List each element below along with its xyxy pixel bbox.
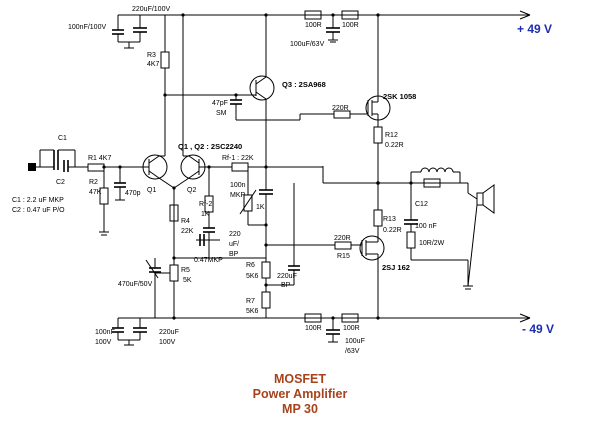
output-inductor — [410, 167, 461, 188]
q1-transistor — [142, 95, 168, 180]
c-470u-label: 470uF/50V — [118, 281, 153, 288]
c2-note: C2 : 0.47 uF P/O — [12, 207, 65, 214]
rf2-value-label: 1K — [201, 211, 210, 218]
rf1-label: Rf-1 : 22K — [222, 155, 254, 162]
r7-value-label: 5K6 — [246, 308, 259, 315]
bottom-supply-filter — [304, 313, 359, 343]
r6-label: R6 — [246, 262, 255, 269]
c-047-capacitor — [196, 234, 220, 246]
c1-note: C1 : 2.2 uF MKP — [12, 197, 64, 204]
q2-label: Q2 — [187, 187, 196, 194]
top-mosfet — [266, 13, 391, 127]
r5-label: R5 — [181, 267, 190, 274]
r13-label: R13 — [383, 216, 396, 223]
r5-trimmer — [145, 221, 266, 320]
r3-label: R3 — [147, 52, 156, 59]
r3-value-label: 4K7 — [147, 61, 160, 68]
bias-network — [239, 120, 300, 318]
c-bot-left-v-label: 100V — [95, 339, 112, 346]
c-bot-right-label: 100uF — [345, 338, 365, 345]
c12-label: C12 — [415, 201, 428, 208]
c-sm-value-label: 47pF — [212, 100, 228, 107]
r2-label: R2 — [89, 179, 98, 186]
top-left-decoupling — [112, 15, 147, 49]
r-top-100r-a-label: 100R — [305, 22, 322, 29]
c-top-elko-label: 220uF/100V — [132, 6, 170, 13]
q1-label: Q1 — [147, 187, 156, 194]
speaker-icon — [463, 183, 495, 290]
title-line-1: MOSFET — [274, 372, 326, 386]
negative-rail — [118, 313, 531, 323]
c-mkp-label: MKP — [230, 192, 246, 199]
r-bot-100r-b-label: 100R — [343, 325, 360, 332]
r3-resistor — [160, 15, 170, 95]
c-bot-elko-v-label: 100V — [159, 339, 176, 346]
top-supply-filter — [304, 10, 359, 43]
r5-value-label: 5K — [183, 277, 192, 284]
r12-value-label: 0.22R — [385, 142, 404, 149]
c-47pf-capacitor — [230, 93, 266, 121]
c-220bp-b-label: BP — [281, 282, 291, 289]
c-bot-left-label: 100nF — [95, 329, 115, 336]
c-top-right-label: 100uF/63V — [290, 41, 325, 48]
rf1-resistor — [207, 162, 323, 172]
c-220-value-label: 220 — [229, 231, 241, 238]
input-section — [28, 149, 143, 236]
positive-rail-label: + 49 V — [517, 22, 552, 36]
c-bot-elko-label: 220uF — [159, 329, 179, 336]
c-sm-type-label: SM — [216, 110, 227, 117]
c12-value-label: 100 nF — [415, 223, 437, 230]
r4-value-label: 22K — [181, 228, 194, 235]
r1-label: R1 4K7 — [88, 155, 111, 162]
r4-label: R4 — [181, 218, 190, 225]
c-top-left-label: 100nF/100V — [68, 24, 106, 31]
negative-rail-label: - 49 V — [522, 322, 554, 336]
r6-value-label: 5K6 — [246, 273, 259, 280]
zobel-network — [404, 183, 468, 261]
c-047-label: 0.47MKP — [194, 257, 223, 264]
r12-label: R12 — [385, 132, 398, 139]
r15-label: R15 — [337, 253, 350, 260]
c-220-unit-label: uF/ — [229, 241, 239, 248]
r2-value-label: 47K — [89, 189, 102, 196]
rf2-label: Rf-2 — [199, 201, 212, 208]
rf2-branch — [203, 167, 215, 258]
bottom-left-decoupling — [112, 318, 147, 346]
c-bot-right-v-label: /63V — [345, 348, 360, 355]
r13-resistor — [373, 183, 383, 238]
q3-label: Q3 : 2SA968 — [282, 80, 326, 89]
c-470p-label: 470p — [125, 190, 141, 197]
q12-label: Q1 , Q2 : 2SC2240 — [178, 142, 242, 151]
title-line-2: Power Amplifier — [253, 387, 348, 401]
positive-rail — [118, 10, 531, 20]
c-220-bp-label: BP — [229, 251, 239, 258]
q3-transistor — [163, 13, 275, 120]
q-bot-label: 2SJ 162 — [382, 263, 410, 272]
bottom-mosfet — [266, 235, 385, 320]
r-zobel-label: 10R/2W — [419, 240, 445, 247]
r13-value-label: 0.22R — [383, 227, 402, 234]
r-gate-top-label: 220R — [332, 105, 349, 112]
r-bot-100r-a-label: 100R — [305, 325, 322, 332]
r7-label: R7 — [246, 298, 255, 305]
q-top-label: 2SK 1058 — [383, 92, 416, 101]
r-gate-bot-label: 220R — [334, 235, 351, 242]
c2-label: C2 — [56, 179, 65, 186]
pot-1k-label: 1K — [256, 204, 265, 211]
title-line-3: MP 30 — [282, 402, 318, 416]
c-100n-label: 100n — [230, 182, 246, 189]
c-220bp-a-label: 220uF — [277, 273, 297, 280]
c1-label: C1 — [58, 135, 67, 142]
r-top-100r-b-label: 100R — [342, 22, 359, 29]
